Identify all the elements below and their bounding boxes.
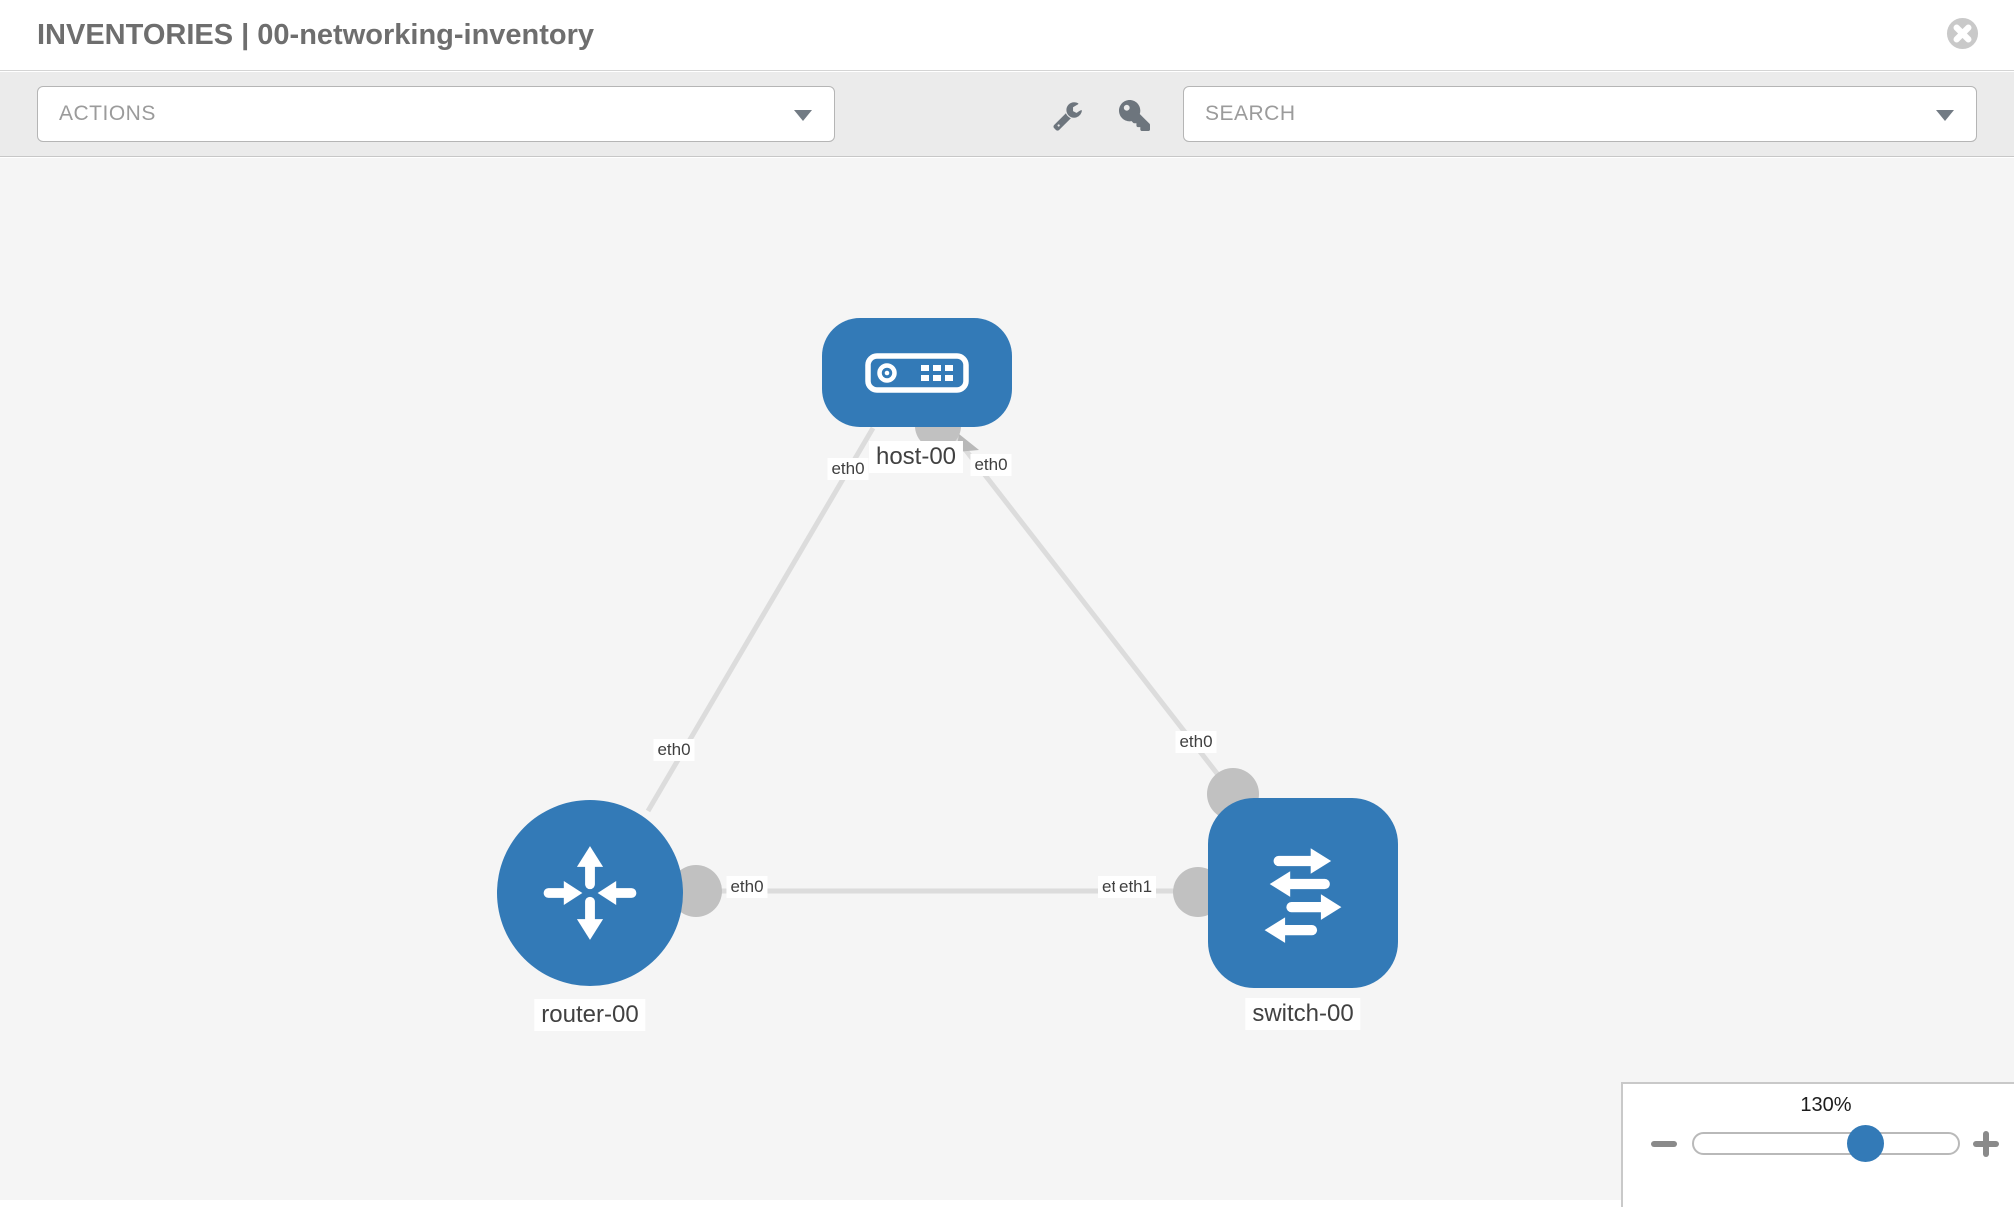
node-label-host-00: host-00 — [868, 441, 964, 473]
zoom-slider-track[interactable] — [1692, 1132, 1960, 1155]
router-icon — [543, 846, 637, 940]
switch-icon — [1264, 848, 1342, 943]
interface-dot-router[interactable] — [670, 865, 722, 917]
chevron-down-icon — [794, 110, 812, 121]
node-label-switch-00: switch-00 — [1245, 998, 1361, 1030]
links-layer — [645, 403, 1259, 917]
actions-dropdown[interactable]: ACTIONS — [37, 86, 835, 142]
node-switch-00[interactable] — [1208, 798, 1398, 988]
host-icon — [865, 352, 969, 393]
zoom-panel: 130% — [1621, 1082, 2014, 1207]
close-icon — [1946, 17, 1979, 50]
interface-label: eth0 — [726, 876, 768, 898]
configure-button[interactable] — [1048, 97, 1086, 133]
interface-label-overlap: eth0 eth1 — [1098, 876, 1178, 902]
zoom-out-button[interactable] — [1649, 1129, 1679, 1159]
page-title: INVENTORIES | 00-networking-inventory — [37, 19, 595, 51]
node-router-00[interactable] — [497, 800, 683, 986]
actions-dropdown-label: ACTIONS — [59, 102, 156, 125]
zoom-in-button[interactable] — [1971, 1129, 2001, 1159]
interface-label: eth0 — [970, 454, 1012, 476]
wrench-icon — [1052, 101, 1082, 131]
toolbar: ACTIONS SEARCH — [0, 72, 2014, 157]
node-host-00[interactable] — [822, 318, 1012, 427]
plus-icon — [1983, 1131, 1989, 1157]
zoom-level: 130% — [1800, 1094, 1852, 1116]
interface-label: eth0 — [1175, 731, 1217, 753]
chevron-down-icon — [1936, 110, 1954, 121]
zoom-slider-thumb[interactable] — [1847, 1125, 1884, 1162]
interface-label: eth0 — [653, 739, 695, 761]
close-button[interactable] — [1946, 17, 1979, 50]
credentials-button[interactable] — [1115, 97, 1153, 133]
modal-header: INVENTORIES | 00-networking-inventory — [0, 0, 2014, 71]
search-dropdown-label: SEARCH — [1205, 102, 1296, 125]
topology-canvas[interactable]: host-00 router-00 switch-00 eth0 eth0 et… — [0, 158, 2014, 1200]
minus-icon — [1651, 1141, 1677, 1147]
key-icon — [1118, 99, 1150, 131]
node-label-router-00: router-00 — [534, 999, 646, 1031]
search-dropdown[interactable]: SEARCH — [1183, 86, 1977, 142]
interface-label: eth1 — [1115, 876, 1157, 898]
interface-label: eth0 — [827, 458, 869, 480]
